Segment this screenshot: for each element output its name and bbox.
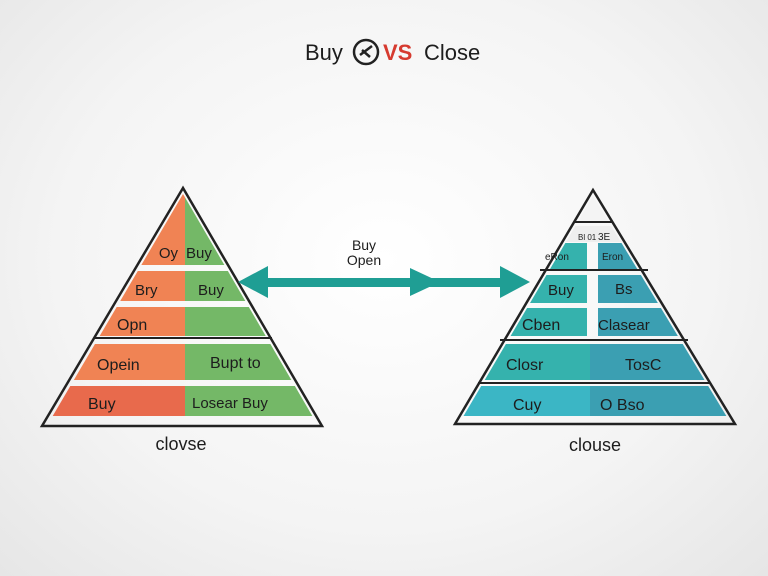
right-row-1-right: 3E [598,232,611,243]
right-row-5-left: Closr [506,357,544,374]
right-row-5-right: TosC [625,357,661,374]
left-row-5-right: Losear Buy [192,395,268,412]
clock-icon [352,38,380,66]
left-row-4-left: Opein [97,357,140,374]
right-row-4-left: Cben [522,317,560,334]
left-row-1-right: Buy [186,245,212,262]
left-row-2-right: Buy [198,282,224,299]
right-row-4-right: Clasear [598,317,650,334]
title-left: Buy [305,40,343,65]
right-row-3-left: Buy [548,282,574,299]
arrow-label-2: Open [347,252,381,268]
arrow-label-1: Buy [352,237,376,253]
left-row-4-right: Bupt to [210,355,261,372]
left-row-1-left: Oy [159,245,179,262]
double-arrow: Buy Open [238,237,530,298]
left-pyramid-caption: clovse [155,434,206,454]
right-pyramid-caption: clouse [569,435,621,455]
right-row-6-left: Cuy [513,397,541,414]
left-row-2-left: Bry [135,282,158,299]
title: Buy VS Close [305,38,480,66]
title-vs: VS [383,40,412,65]
right-pyramid: Bl 01 3E eRon Eron Buy Bs Cben Clasear C… [452,187,738,455]
right-row-2-left: eRon [545,252,569,263]
right-row-6-right: O Bso [600,397,645,414]
left-pyramid: Oy Buy Bry Buy Opn Opein Bupt to Buy Los… [39,185,325,454]
right-row-1-left: Bl 01 [578,233,597,242]
left-row-3-left: Opn [117,317,147,334]
title-right: Close [424,40,480,65]
right-row-2-right: Eron [602,252,623,263]
left-row-5-left: Buy [88,396,116,413]
right-row-3-right: Bs [615,281,633,298]
